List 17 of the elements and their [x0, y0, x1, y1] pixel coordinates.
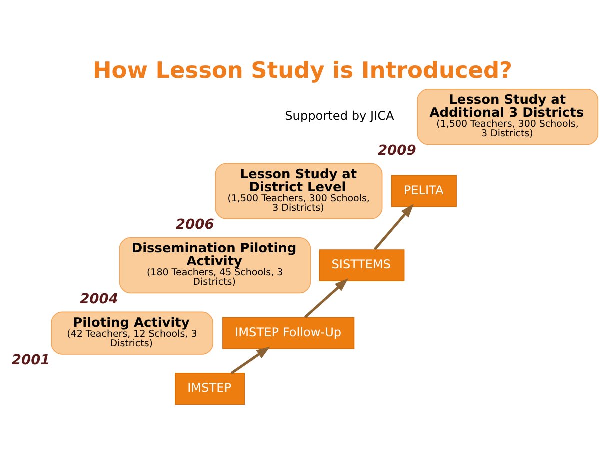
- diagram-title: How Lesson Study is Introduced?: [93, 58, 513, 84]
- node-box: Lesson Study at Additional 3 Districts (1,500 Teachers, 300 Schools, 3 Districts): [417, 88, 599, 145]
- label: Supported by JICA: [285, 108, 394, 123]
- node-box: Dissemination Piloting Activity (180 Teachers, 45 Schools, 3 Districts): [119, 236, 312, 294]
- node-box: SISTTEMS: [319, 249, 405, 282]
- node-box: Lesson Study at District Level (1,500 Teachers, 300 Schools, 3 Districts): [215, 162, 383, 219]
- node-box: IMSTEP: [175, 372, 245, 404]
- node-label: 2009: [378, 142, 416, 158]
- node-label: 2004: [80, 290, 118, 307]
- node-label: 2006: [176, 216, 214, 233]
- arrow: [230, 346, 270, 374]
- node-box: IMSTEP Follow-Up: [222, 316, 355, 349]
- arrow: [374, 203, 414, 250]
- node-label: 2001: [12, 352, 50, 368]
- node-box: PELITA: [391, 174, 457, 207]
- node-box: Piloting Activity (42 Teachers, 12 Schools, 3 Districts): [51, 311, 214, 354]
- arrow: [304, 278, 349, 318]
